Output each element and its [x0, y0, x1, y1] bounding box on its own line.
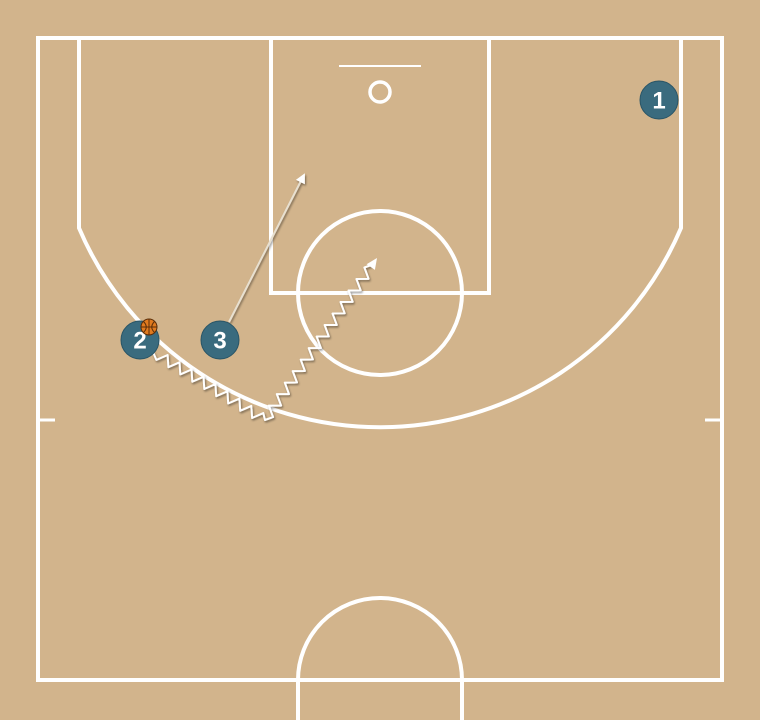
player-1-marker: [639, 80, 679, 120]
dribble-path-player-2: [152, 258, 377, 421]
key-lane: [269, 36, 491, 295]
free-throw-circle: [296, 209, 464, 377]
three-point-line: [77, 38, 683, 430]
center-circle-top: [296, 596, 464, 681]
center-circle-sides: [296, 680, 464, 720]
player-3-marker: [200, 320, 240, 360]
rim: [368, 80, 392, 104]
player-2[interactable]: 2: [120, 320, 160, 360]
player-3-label: 3: [213, 328, 226, 355]
player-2-label: 2: [133, 328, 146, 355]
cut-arrow-player-3: [228, 173, 305, 323]
dribble-zigzag: [152, 263, 373, 421]
basketball-icon: [140, 318, 158, 336]
player-1-label: 1: [652, 88, 665, 115]
player-3[interactable]: 3: [200, 320, 240, 360]
dribble-arrowhead: [366, 258, 377, 270]
player-1[interactable]: 1: [639, 80, 679, 120]
